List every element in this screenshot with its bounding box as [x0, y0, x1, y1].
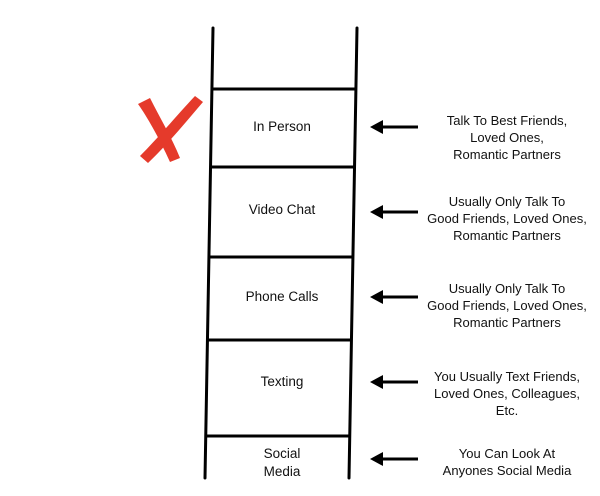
rung-label-social-media: Social Media [263, 446, 301, 479]
rung-label-phone-calls: Phone Calls [245, 289, 319, 304]
left-arrow-icon [370, 205, 418, 219]
x-stroke-long [138, 98, 180, 162]
ladder-right-rail [347, 26, 359, 480]
description-in-person: Talk To Best Friends, Loved Ones, Romant… [446, 113, 568, 162]
rung-label-video-chat: Video Chat [248, 202, 316, 217]
description-social-media: You Can Look At Anyones Social Media [442, 446, 572, 478]
rung-label-in-person: In Person [253, 119, 311, 134]
left-arrow-icon [370, 120, 418, 134]
description-phone-calls: Usually Only Talk To Good Friends, Loved… [427, 281, 587, 330]
description-video-chat: Usually Only Talk To Good Friends, Loved… [427, 194, 587, 243]
rung-label-texting: Texting [260, 374, 304, 389]
ladder-left-rail [203, 26, 215, 480]
left-arrow-icon [370, 452, 418, 466]
red-x-mark-icon [138, 96, 203, 163]
left-arrow-icon [370, 375, 418, 389]
description-texting: You Usually Text Friends, Loved Ones, Co… [434, 369, 580, 418]
left-arrow-icon [370, 290, 418, 304]
x-stroke-short [140, 96, 203, 163]
